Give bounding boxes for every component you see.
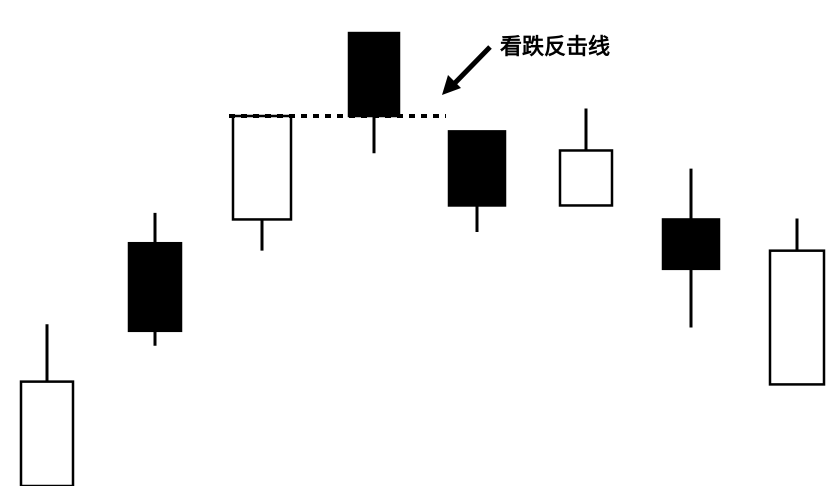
candle-2 [127,212,183,346]
candles-layer [19,31,826,486]
candle-1 [19,324,75,486]
candle-5-body [447,130,507,207]
annotation: 看跌反击线 [442,34,610,95]
candle-7-body [661,218,721,271]
candle-8 [768,218,826,386]
candle-2-body [127,241,183,333]
candle-1-body [19,380,75,486]
candle-3 [231,114,293,251]
candle-3-body [231,114,293,221]
annotation-arrow-head [442,75,461,95]
candle-6 [558,108,614,207]
candle-5 [447,130,507,233]
candle-8-body [768,249,826,386]
candle-4-body [347,31,401,118]
annotation-label: 看跌反击线 [500,34,610,60]
annotation-arrow-shaft [450,45,492,88]
candle-4 [347,31,401,154]
candle-6-body [558,149,614,207]
candle-7 [661,168,721,328]
